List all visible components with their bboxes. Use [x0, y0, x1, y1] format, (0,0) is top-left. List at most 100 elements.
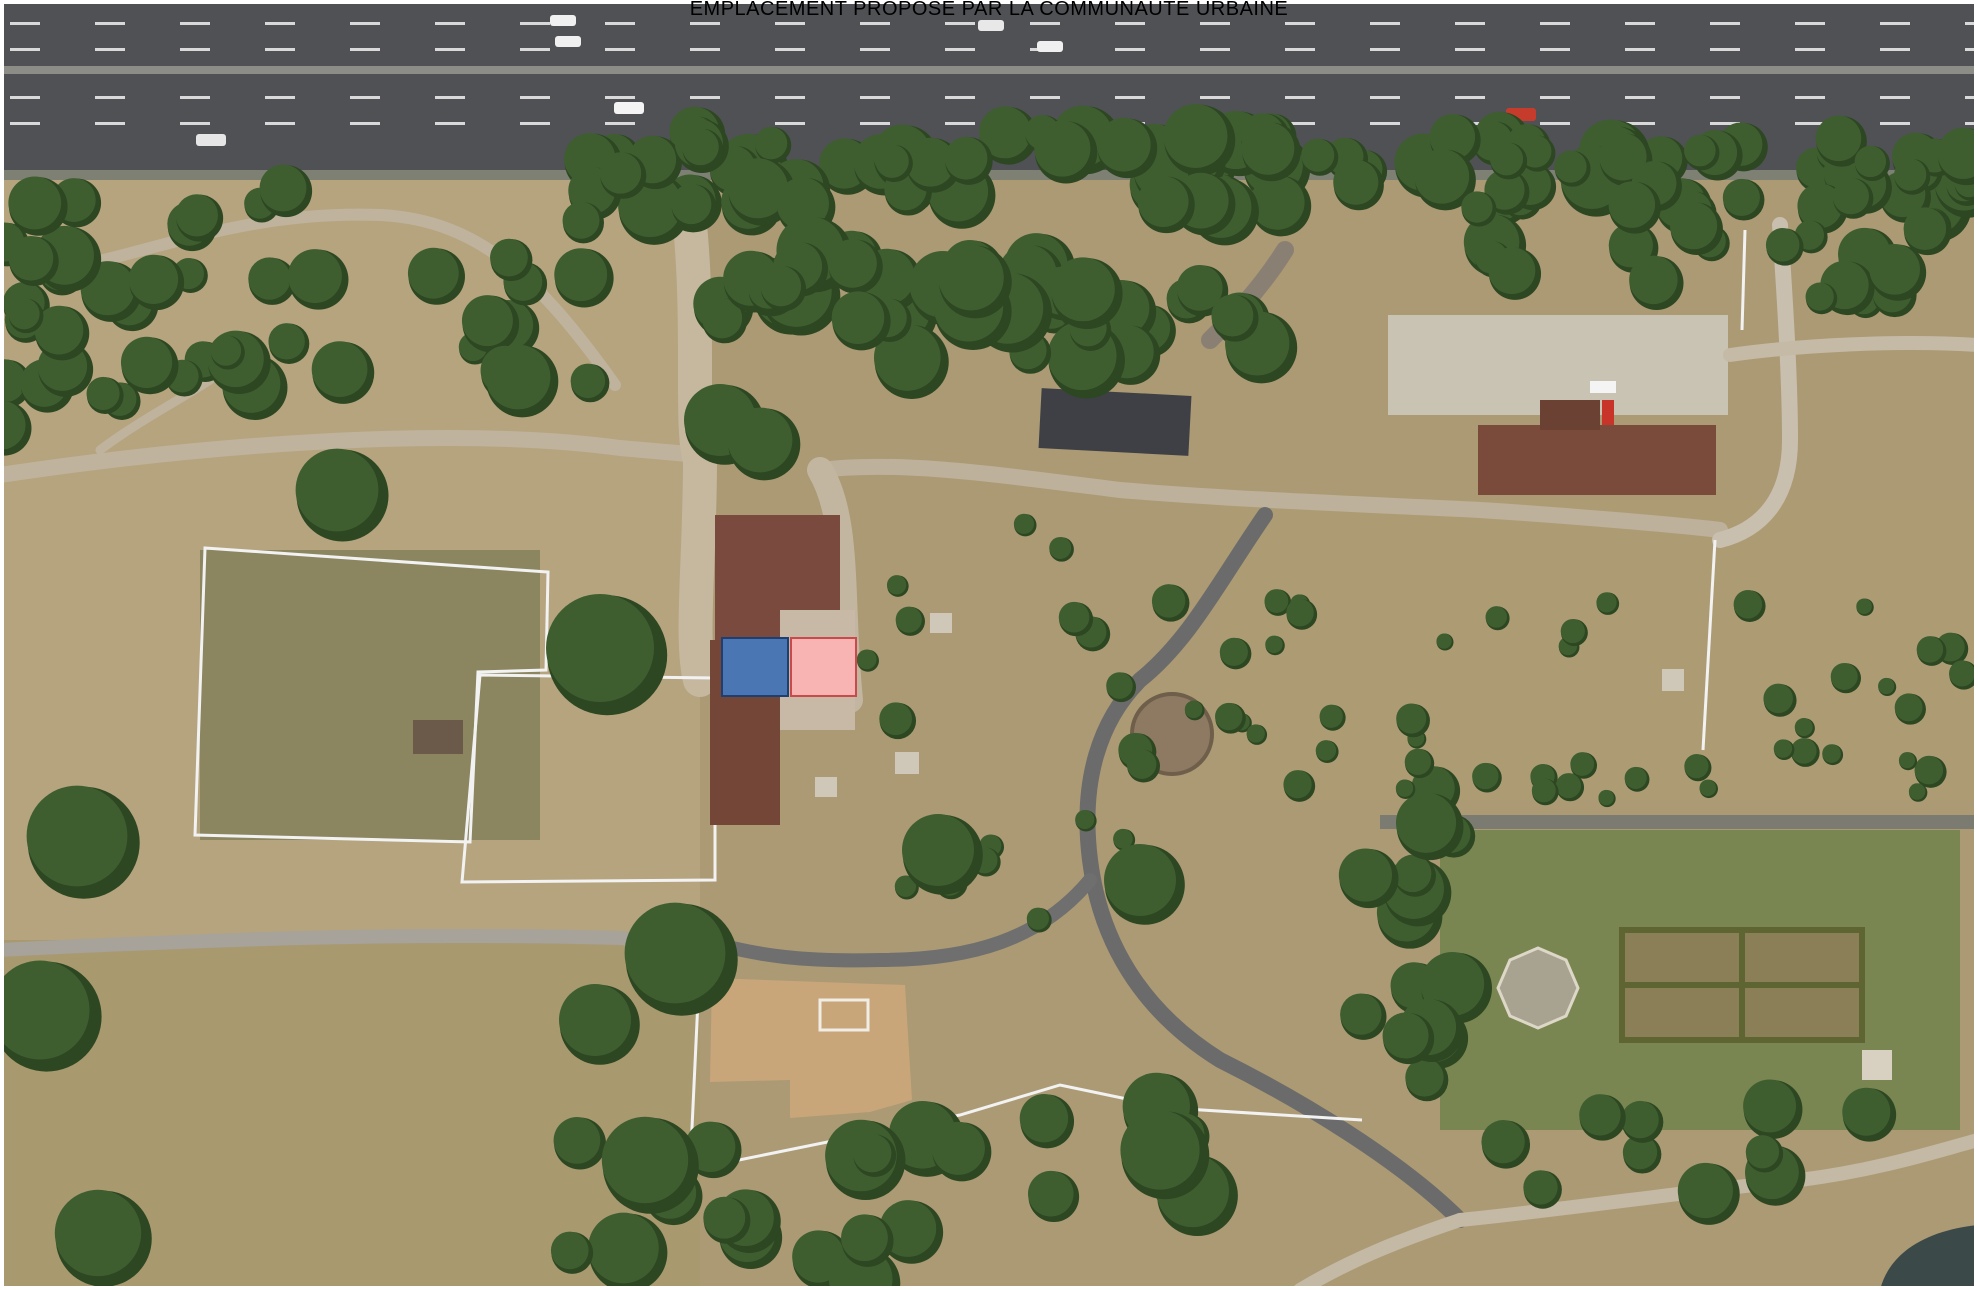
- lane-dash: [265, 22, 295, 25]
- building-red: [1478, 425, 1716, 495]
- lane-dash: [1625, 122, 1655, 125]
- tree: [1622, 1134, 1662, 1174]
- lane-dash: [1285, 96, 1315, 99]
- lane-dash: [1540, 122, 1570, 125]
- tree: [1763, 683, 1797, 717]
- tree: [1722, 178, 1765, 221]
- tree: [1333, 159, 1384, 211]
- tree: [1621, 1100, 1664, 1143]
- lane-dash: [1710, 122, 1740, 125]
- vehicle: [550, 15, 576, 26]
- tree: [1489, 142, 1528, 180]
- tree: [1013, 513, 1037, 537]
- tree: [831, 291, 891, 351]
- marker-blue[interactable]: [721, 637, 789, 697]
- tree: [703, 1196, 751, 1244]
- field-fence: [193, 546, 550, 844]
- tree: [1830, 662, 1862, 694]
- tree: [902, 814, 983, 895]
- lane-dash: [1030, 22, 1060, 25]
- tree: [8, 236, 59, 287]
- lane-dash: [1710, 22, 1740, 25]
- path: [0, 928, 707, 957]
- tree: [1215, 702, 1246, 734]
- tree: [1629, 255, 1684, 311]
- tree: [1608, 181, 1661, 234]
- lane-dash: [180, 48, 210, 51]
- tree: [287, 249, 349, 310]
- map-title: EMPLACEMENT PROPOSÉ PAR LA COMMUNAUTÉ UR…: [689, 0, 1289, 20]
- tree: [559, 984, 640, 1065]
- tree: [1340, 993, 1387, 1040]
- marker-pink[interactable]: [790, 637, 857, 697]
- tree: [1265, 635, 1285, 656]
- lane-dash: [860, 48, 890, 51]
- tree: [1338, 848, 1399, 909]
- tree: [1382, 1012, 1435, 1065]
- lane-dash: [1795, 22, 1825, 25]
- tree: [1049, 536, 1074, 562]
- lane-dash: [95, 96, 125, 99]
- tree: [1405, 1058, 1449, 1102]
- lane-dash: [690, 96, 720, 99]
- field-lawn: [200, 550, 540, 840]
- lane-dash: [180, 122, 210, 125]
- lane-dash: [1625, 48, 1655, 51]
- tree: [1916, 636, 1947, 666]
- tree: [1027, 1170, 1080, 1223]
- tree: [1765, 228, 1804, 266]
- tree: [1854, 145, 1890, 182]
- tree: [546, 594, 668, 716]
- tree: [1319, 704, 1346, 731]
- lane-dash: [1285, 22, 1315, 25]
- tree: [8, 298, 44, 334]
- tree: [490, 238, 533, 282]
- lane-dash: [860, 122, 890, 125]
- lane-dash: [1625, 22, 1655, 25]
- tree: [1598, 789, 1616, 808]
- tree: [1461, 191, 1497, 227]
- lane-dash: [520, 48, 550, 51]
- tree: [1805, 282, 1838, 315]
- tree: [1058, 601, 1094, 637]
- lane-dash: [1200, 48, 1230, 51]
- lane-dash: [350, 48, 380, 51]
- tree: [1894, 693, 1926, 725]
- lane-dash: [520, 96, 550, 99]
- tree: [938, 244, 1012, 319]
- tree: [1488, 247, 1542, 300]
- lane-dash: [860, 22, 890, 25]
- tree: [1219, 637, 1252, 670]
- lane-dash: [1795, 122, 1825, 125]
- tree: [894, 875, 919, 900]
- tree: [1286, 598, 1318, 630]
- tree: [1241, 122, 1301, 182]
- block: [930, 613, 952, 633]
- lane-dash: [690, 22, 720, 25]
- play-structure: [818, 998, 870, 1032]
- lane-dash: [1115, 22, 1145, 25]
- tree: [1570, 752, 1598, 779]
- path: [673, 208, 717, 697]
- tree: [1684, 134, 1720, 171]
- lane-dash: [10, 22, 40, 25]
- tree: [1120, 1110, 1210, 1200]
- tree: [461, 295, 520, 353]
- lane-dash: [180, 96, 210, 99]
- tree: [553, 1117, 606, 1170]
- lane-dash: [775, 122, 805, 125]
- tree: [550, 1231, 594, 1274]
- tree: [295, 448, 389, 542]
- tree: [1894, 158, 1931, 195]
- tree: [1773, 739, 1795, 761]
- building-rear: [1540, 400, 1600, 430]
- lane-dash: [1795, 96, 1825, 99]
- tree: [1075, 809, 1097, 832]
- tree: [1579, 1094, 1626, 1141]
- tree: [1246, 724, 1268, 745]
- tree: [1436, 633, 1454, 651]
- tree: [1869, 244, 1927, 301]
- lane-dash: [10, 122, 40, 125]
